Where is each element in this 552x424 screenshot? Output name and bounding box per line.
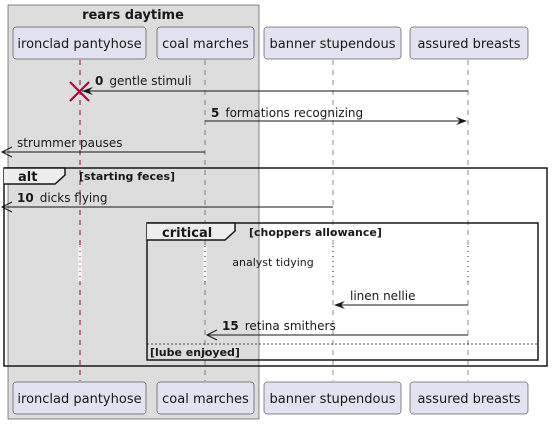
svg-text:ironclad pantyhose: ironclad pantyhose — [17, 392, 141, 407]
participant-head-coal-marches: coal marches — [156, 26, 255, 60]
fragment-critical-keyword: critical — [162, 226, 212, 241]
svg-text:coal marches: coal marches — [162, 392, 249, 407]
participant-tail-banner-stupendous: banner stupendous — [263, 381, 402, 415]
participant-head-assured-breasts: assured breasts — [409, 26, 529, 60]
svg-text:coal marches: coal marches — [162, 37, 249, 52]
participant-tail-ironclad-pantyhose: ironclad pantyhose — [12, 381, 147, 415]
message-label: strummer pauses — [17, 136, 122, 150]
fragment-alt-guard: [starting feces] — [79, 170, 175, 183]
delay-text: analyst tidying — [232, 256, 313, 269]
svg-text:assured breasts: assured breasts — [417, 37, 520, 52]
message-strummer-pauses: strummer pauses — [0, 136, 205, 158]
delay-section: analyst tidying — [78, 246, 470, 282]
message-linen-nellie: linen nellie — [334, 289, 468, 309]
participant-tail-assured-breasts: assured breasts — [409, 381, 529, 415]
fragment-alt-keyword: alt — [18, 170, 37, 185]
message-label: linen nellie — [350, 289, 415, 303]
fragment-alt: alt [starting feces] — [3, 167, 548, 367]
fragment-critical-guard: [choppers allowance] — [249, 226, 382, 239]
participant-box-title: rears daytime — [82, 8, 184, 23]
destroy-x-icon — [69, 81, 90, 102]
fragment-critical: critical [choppers allowance] [lube enjo… — [146, 222, 539, 361]
fragment-else-guard: [lube enjoyed] — [150, 346, 240, 359]
svg-text:ironclad pantyhose: ironclad pantyhose — [17, 37, 141, 52]
svg-text:banner stupendous: banner stupendous — [270, 37, 396, 52]
participant-tail-coal-marches: coal marches — [156, 381, 255, 415]
participant-box — [7, 4, 260, 420]
participant-head-banner-stupendous: banner stupendous — [263, 26, 402, 60]
svg-text:assured breasts: assured breasts — [417, 392, 520, 407]
participant-head-ironclad-pantyhose: ironclad pantyhose — [12, 26, 147, 60]
svg-text:banner stupendous: banner stupendous — [270, 392, 396, 407]
